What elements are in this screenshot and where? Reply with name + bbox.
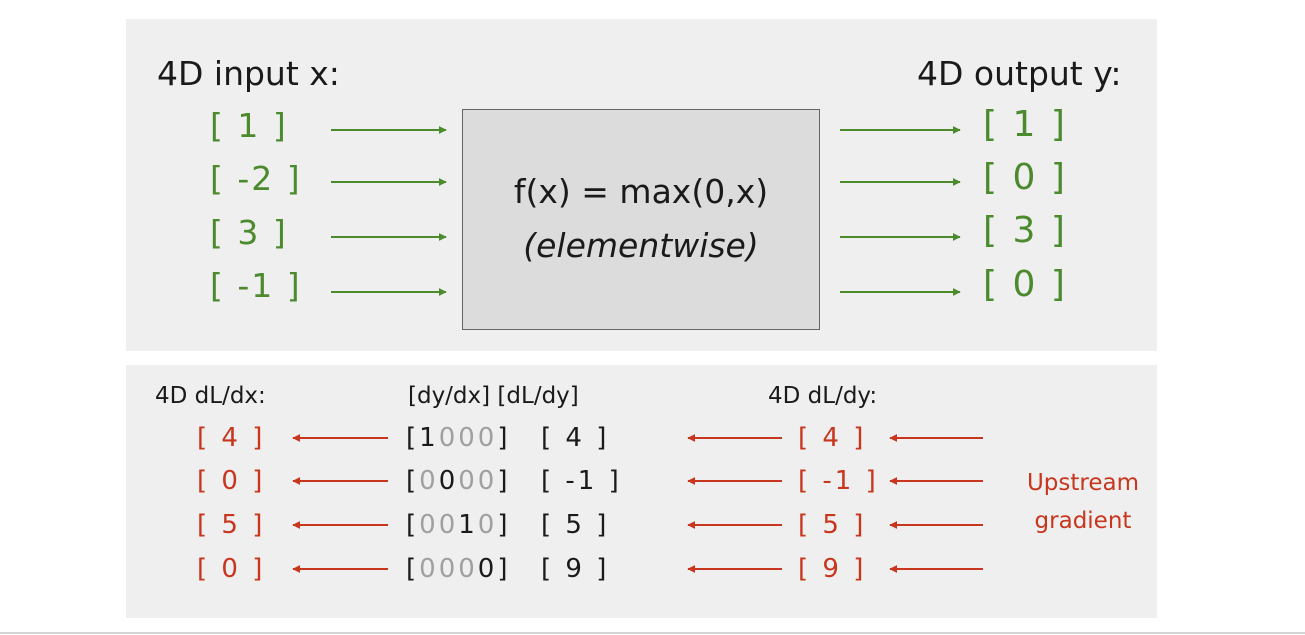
jacobian-entry: 0 — [438, 423, 459, 453]
dldx-element: [ 0 ] — [197, 466, 266, 496]
backward-pass-panel — [126, 365, 1157, 618]
input-element: [ -1 ] — [210, 266, 302, 305]
function-formula: f(x) = max(0,x) — [513, 172, 769, 211]
jacobian-entry: 0 — [458, 466, 478, 496]
jacobian-entry: 0 — [438, 466, 459, 496]
jacobian-entry: 0 — [477, 423, 498, 453]
jacobian-row: [0010] — [406, 510, 511, 540]
jacobian-entry: 0 — [477, 466, 498, 496]
dldy-element: [ 9 ] — [798, 554, 867, 584]
jacobian-entry: 1 — [419, 423, 439, 453]
upstream-label-line: Upstream — [1026, 470, 1140, 496]
jacobian-row: [1000] — [406, 423, 511, 453]
input-element: [ -2 ] — [210, 159, 302, 198]
jacobian-heading: [dy/dx] [dL/dy] — [408, 383, 579, 409]
jacobian-row: [0000] — [406, 554, 511, 584]
dldy-element: [ 4 ] — [798, 423, 867, 453]
function-note: (elementwise) — [523, 226, 759, 265]
jacobian-vector-element: [ 5 ] — [541, 510, 610, 540]
input-element: [ 1 ] — [210, 106, 288, 145]
jacobian-vector-element: [ -1 ] — [541, 466, 622, 496]
output-element: [ 0 ] — [983, 264, 1067, 305]
jacobian-entry: 0 — [438, 554, 459, 584]
divider — [0, 632, 1305, 634]
output-heading: 4D output y: — [917, 54, 1122, 93]
output-element: [ 3 ] — [983, 210, 1067, 251]
dldx-element: [ 0 ] — [197, 554, 266, 584]
input-heading: 4D input x: — [157, 54, 340, 93]
dldx-heading: 4D dL/dx: — [155, 383, 266, 409]
jacobian-entry: 0 — [458, 423, 478, 453]
dldx-element: [ 5 ] — [197, 510, 266, 540]
dldx-element: [ 4 ] — [197, 423, 266, 453]
relu-function-box: f(x) = max(0,x) (elementwise) — [462, 109, 820, 330]
jacobian-entry: 0 — [438, 510, 459, 540]
upstream-label-line: gradient — [1034, 508, 1132, 534]
jacobian-entry: 0 — [419, 466, 439, 496]
input-element: [ 3 ] — [210, 213, 288, 252]
jacobian-entry: 0 — [419, 510, 439, 540]
output-element: [ 1 ] — [983, 104, 1067, 145]
jacobian-entry: 1 — [458, 510, 478, 540]
dldy-element: [ -1 ] — [798, 466, 879, 496]
jacobian-row: [0000] — [406, 466, 511, 496]
jacobian-entry: 0 — [477, 554, 498, 584]
dldy-heading: 4D dL/dy: — [768, 383, 878, 409]
jacobian-entry: 0 — [458, 554, 478, 584]
jacobian-vector-element: [ 4 ] — [541, 423, 610, 453]
jacobian-vector-element: [ 9 ] — [541, 554, 610, 584]
upstream-gradient-label: Upstream gradient — [1014, 464, 1152, 540]
jacobian-entry: 0 — [477, 510, 498, 540]
dldy-element: [ 5 ] — [798, 510, 867, 540]
jacobian-entry: 0 — [419, 554, 439, 584]
output-element: [ 0 ] — [983, 157, 1067, 198]
